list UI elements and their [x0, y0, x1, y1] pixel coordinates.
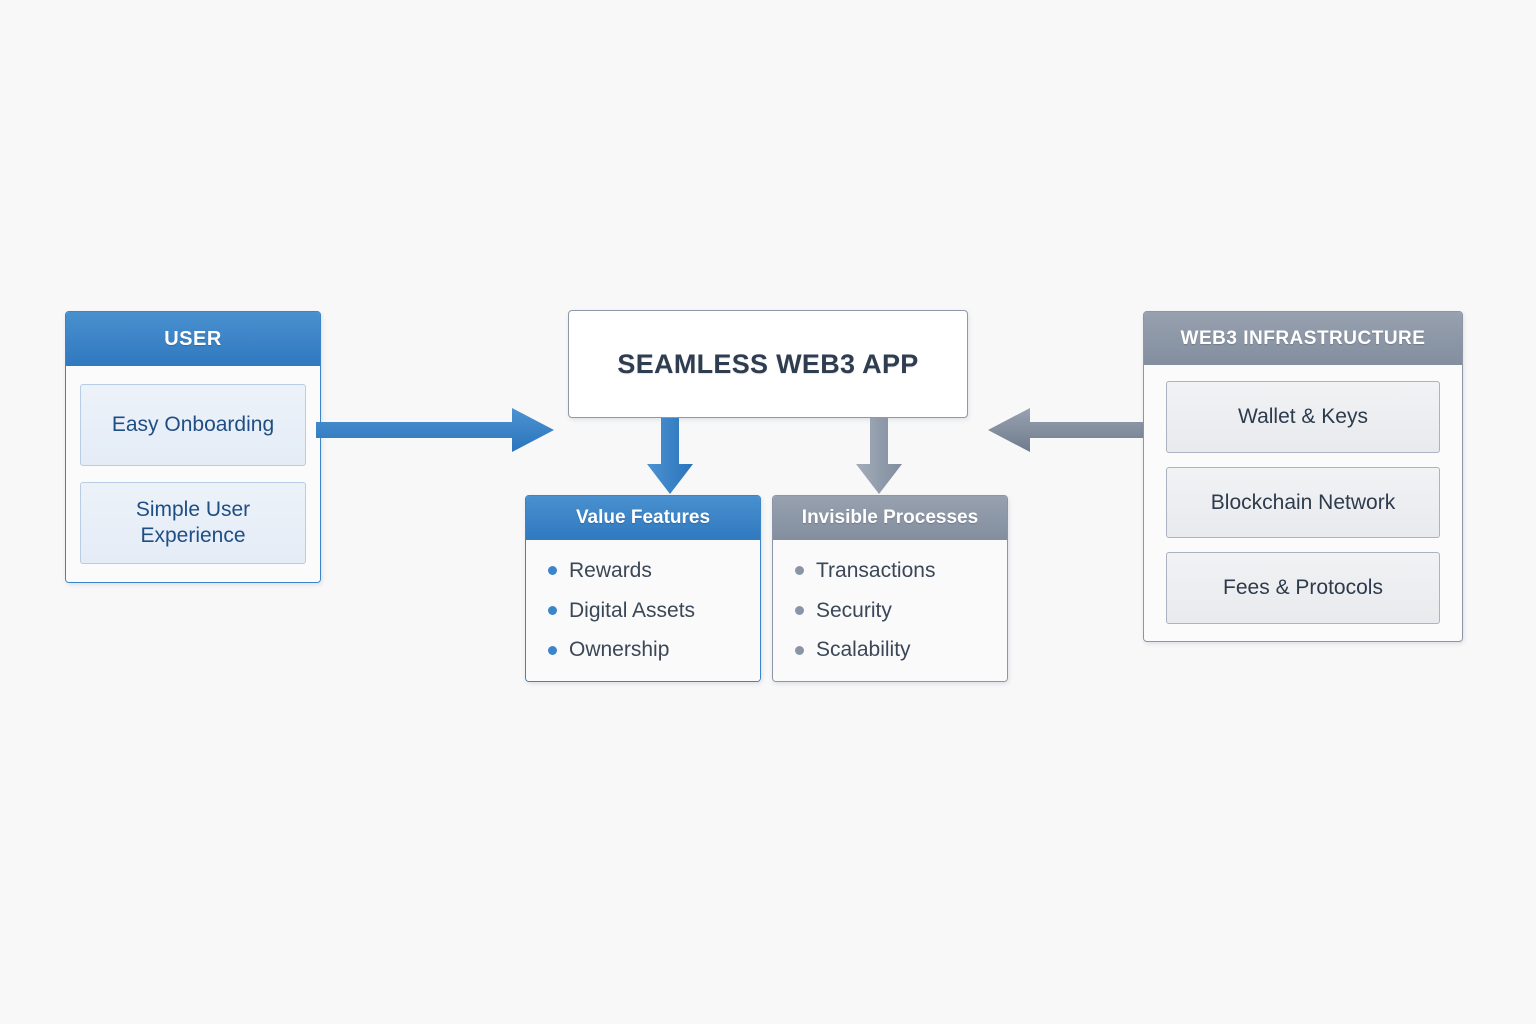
list-item[interactable]: Rewards [548, 554, 760, 588]
arrow-infrastructure-to-app-icon [986, 404, 1146, 456]
list-item[interactable]: Transactions [795, 554, 1007, 588]
list-item-label: Scalability [816, 638, 911, 662]
bullet-icon [548, 606, 557, 615]
invisible-processes-panel[interactable]: Invisible Processes Transactions Securit… [772, 495, 1008, 682]
web3-infrastructure-header: WEB3 INFRASTRUCTURE [1144, 312, 1462, 365]
arrow-user-to-app-icon [316, 404, 556, 456]
user-panel-header: USER [66, 312, 320, 366]
list-item-label: Transactions [816, 558, 936, 582]
list-item[interactable]: Security [795, 594, 1007, 628]
list-item-label: Digital Assets [569, 598, 696, 622]
bullet-icon [548, 645, 557, 655]
list-item[interactable]: Ownership [548, 633, 760, 667]
bullet-icon [795, 645, 804, 655]
infra-card-blockchain-network[interactable]: Blockchain Network [1166, 466, 1440, 539]
list-item-label: Security [816, 598, 892, 622]
list-item[interactable]: Digital Assets [548, 594, 760, 628]
bullet-icon [548, 566, 557, 576]
seamless-web3-app-box[interactable]: SEAMLESS WEB3 APP [568, 310, 968, 418]
user-panel[interactable]: USER Easy Onboarding Simple User Experie… [65, 311, 321, 583]
value-features-header: Value Features [526, 496, 760, 540]
arrow-app-to-invisible-processes-icon [854, 418, 904, 496]
arrow-app-to-value-features-icon [645, 418, 695, 496]
value-features-panel[interactable]: Value Features Rewards Digital Assets Ow… [525, 495, 761, 682]
user-panel-body: Easy Onboarding Simple User Experience [66, 366, 320, 582]
web3-infrastructure-body: Wallet & Keys Blockchain Network Fees & … [1144, 365, 1462, 640]
list-item-label: Ownership [569, 638, 670, 662]
invisible-processes-header: Invisible Processes [773, 496, 1007, 540]
list-item-label: Rewards [569, 558, 652, 582]
bullet-icon [795, 566, 804, 576]
value-features-list: Rewards Digital Assets Ownership [526, 540, 760, 681]
infra-card-wallet-and-keys[interactable]: Wallet & Keys [1166, 381, 1440, 453]
app-title: SEAMLESS WEB3 APP [617, 348, 919, 379]
user-card-simple-user-experience[interactable]: Simple User Experience [80, 482, 306, 564]
invisible-processes-list: Transactions Security Scalability [773, 540, 1007, 681]
infra-card-fees-and-protocols[interactable]: Fees & Protocols [1166, 552, 1440, 625]
bullet-icon [795, 606, 804, 615]
user-card-easy-onboarding[interactable]: Easy Onboarding [80, 384, 306, 466]
list-item[interactable]: Scalability [795, 633, 1007, 667]
web3-infrastructure-panel[interactable]: WEB3 INFRASTRUCTURE Wallet & Keys Blockc… [1143, 311, 1463, 642]
